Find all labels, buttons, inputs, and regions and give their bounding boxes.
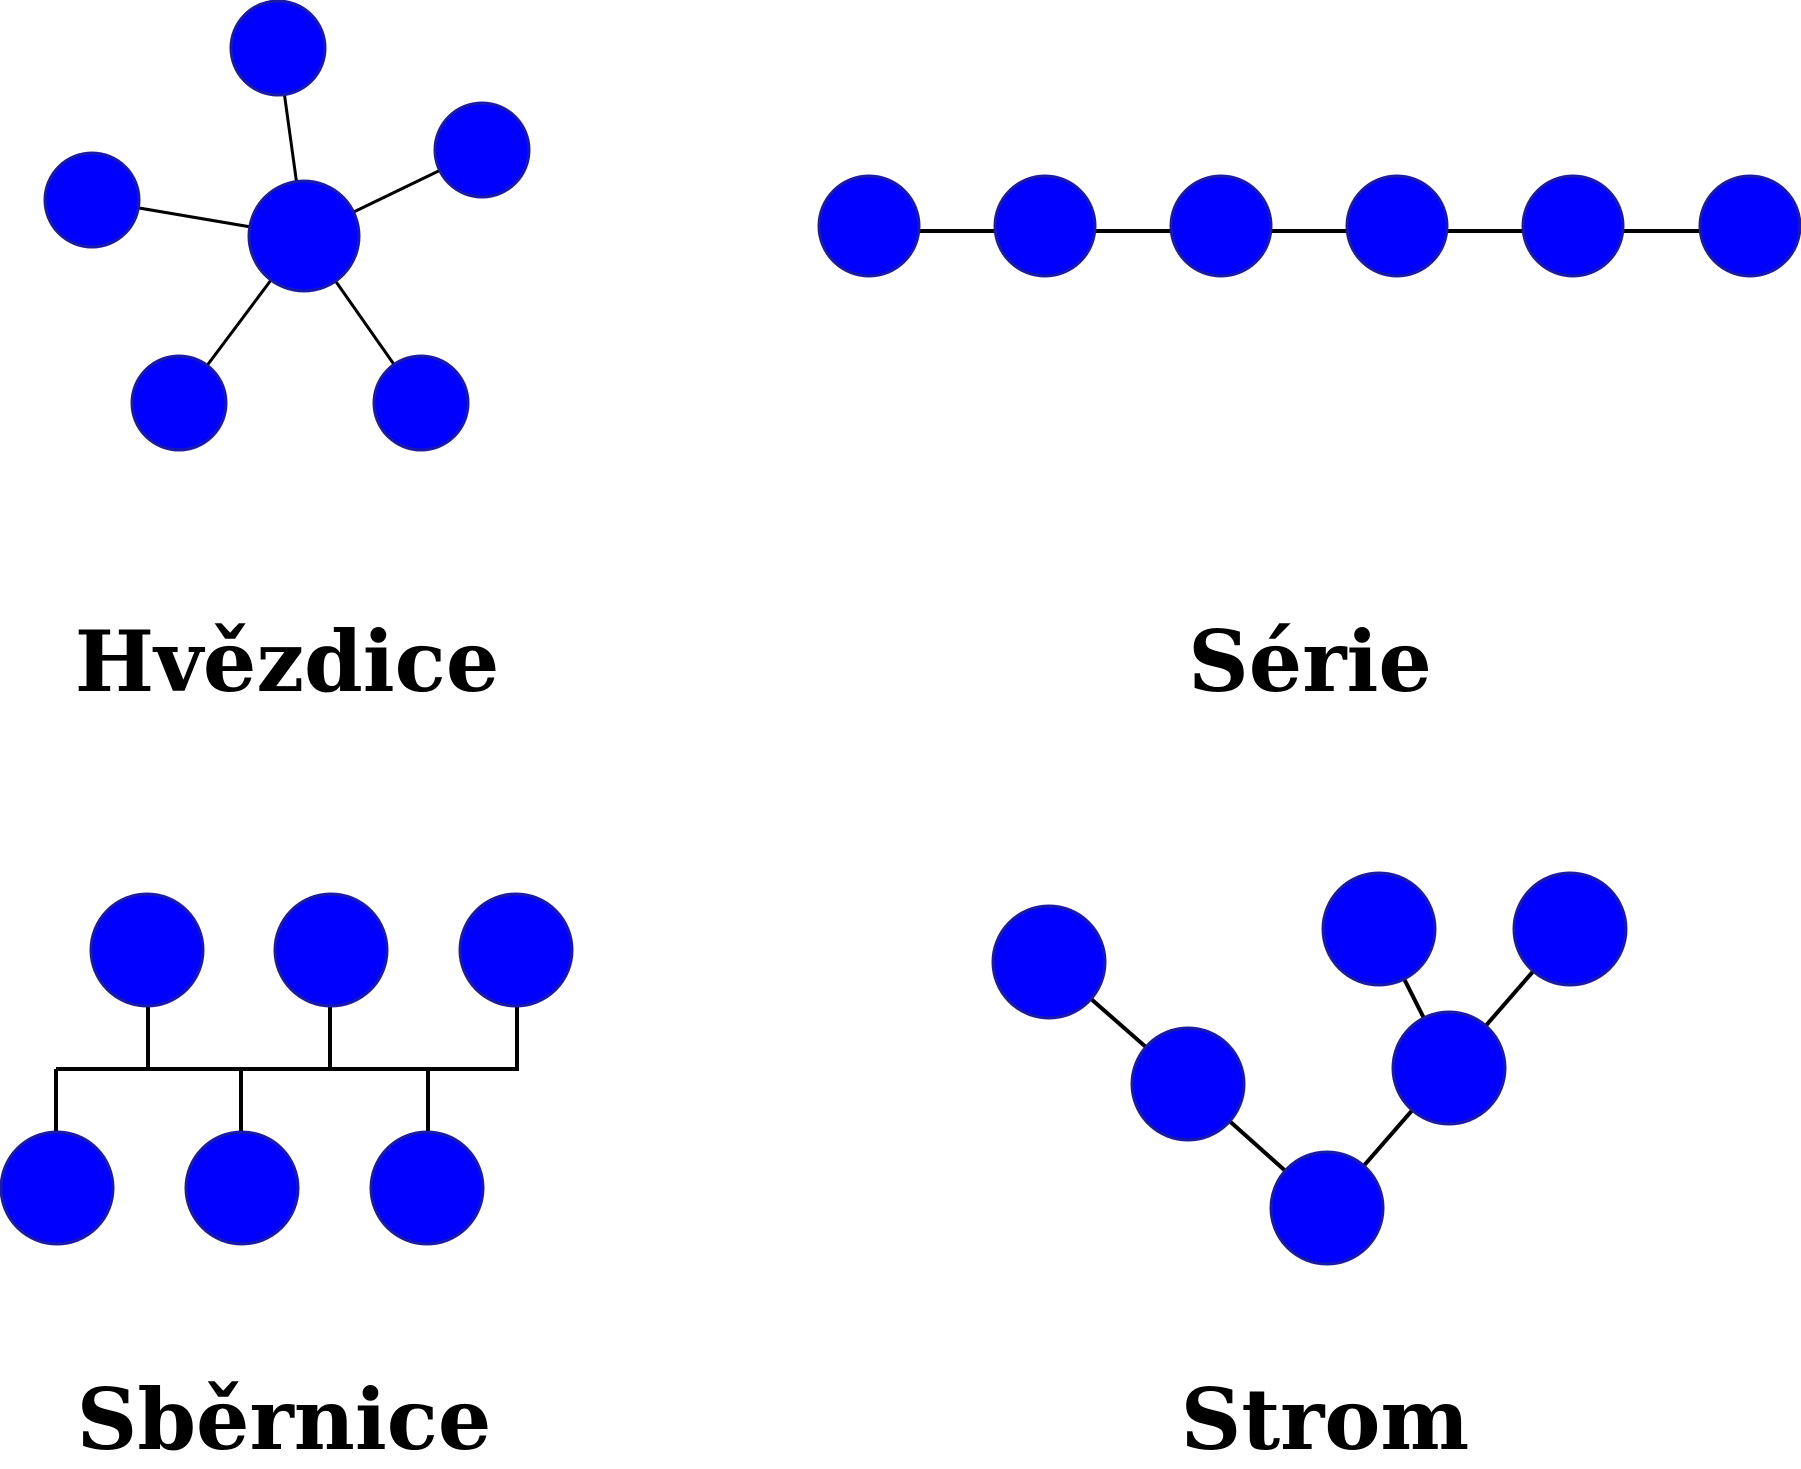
star-node xyxy=(130,354,228,452)
tree-nodes xyxy=(991,871,1628,1266)
star-topology-label: Hvězdice xyxy=(74,612,500,711)
tree-node xyxy=(1512,871,1628,987)
bus-node xyxy=(458,892,574,1008)
series-node xyxy=(1345,174,1449,278)
series-node xyxy=(1521,174,1625,278)
bus-topology-label: Sběrnice xyxy=(76,1370,492,1469)
bus-topology xyxy=(0,892,574,1246)
bus-node xyxy=(89,892,205,1008)
star-node xyxy=(433,101,531,199)
series-topology xyxy=(817,174,1801,278)
tree-topology xyxy=(991,871,1628,1266)
bus-node xyxy=(369,1130,485,1246)
star-hub-node xyxy=(247,179,361,293)
star-node xyxy=(43,151,141,249)
tree-root-node xyxy=(1269,1150,1385,1266)
bus-node xyxy=(0,1130,115,1246)
series-node xyxy=(1169,174,1273,278)
bus-node xyxy=(184,1130,300,1246)
tree-topology-label: Strom xyxy=(1180,1370,1470,1469)
tree-node xyxy=(1391,1010,1507,1126)
star-topology xyxy=(43,0,531,452)
series-topology-label: Série xyxy=(1188,612,1432,711)
series-node xyxy=(1698,174,1801,278)
star-node xyxy=(229,0,327,97)
star-node xyxy=(372,354,470,452)
series-node xyxy=(817,174,921,278)
tree-node xyxy=(1130,1026,1246,1142)
tree-node xyxy=(991,904,1107,1020)
series-nodes xyxy=(817,174,1801,278)
star-nodes xyxy=(43,0,531,452)
tree-node xyxy=(1321,871,1437,987)
series-node xyxy=(993,174,1097,278)
bus-node xyxy=(273,892,389,1008)
bus-nodes xyxy=(0,892,574,1246)
